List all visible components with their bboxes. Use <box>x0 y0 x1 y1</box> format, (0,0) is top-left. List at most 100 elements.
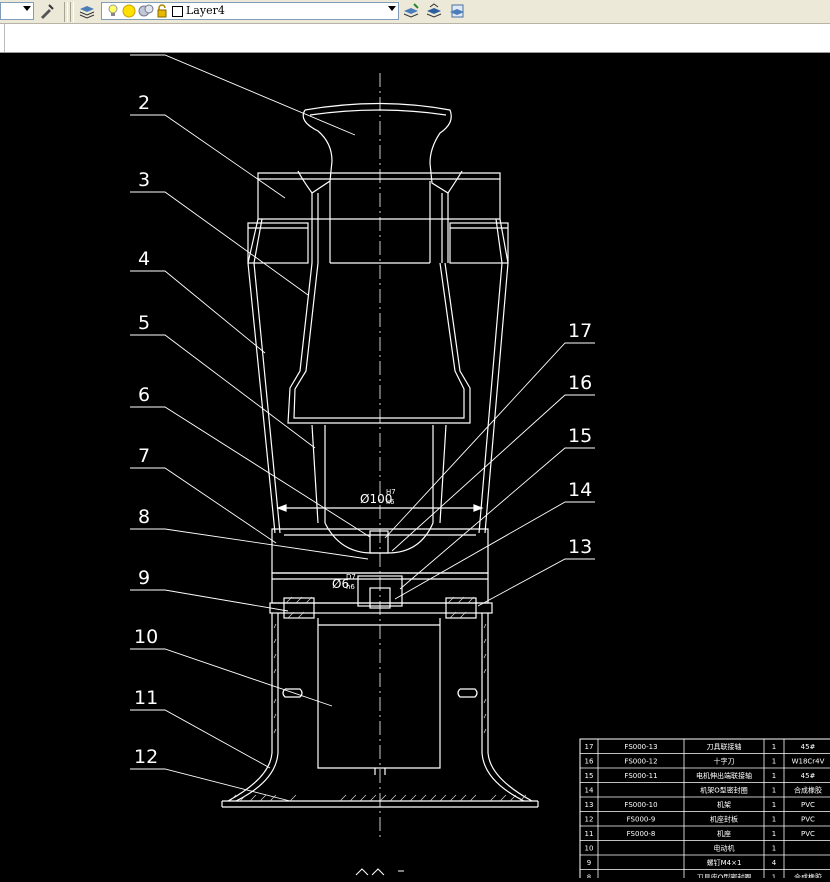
part-label: 5 <box>138 312 150 334</box>
layer-manager-icon[interactable] <box>78 2 96 20</box>
dimension-d6-upper: D7 <box>346 573 356 581</box>
table-row: 13 FS000-10 机架 1 PVC <box>585 800 816 809</box>
part-label: 9 <box>138 567 150 589</box>
freeze-icon[interactable] <box>138 3 154 19</box>
table-cell-code: FS000-10 <box>624 801 657 809</box>
dimension-d100: Ø100 <box>360 492 392 506</box>
table-cell-no: 16 <box>585 758 594 766</box>
part-label: 16 <box>568 372 592 394</box>
part-label: 2 <box>138 92 150 114</box>
table-border <box>579 738 830 882</box>
part-label: 12 <box>134 746 158 768</box>
small-combo-box[interactable] <box>0 2 34 20</box>
cad-drawing[interactable]: 2 3 4 5 6 7 8 9 10 11 12 13 14 15 16 17 … <box>0 53 830 882</box>
drawing-canvas[interactable]: 2 3 4 5 6 7 8 9 10 11 12 13 14 15 16 17 … <box>0 53 830 882</box>
part-label: 3 <box>138 169 150 191</box>
part-label: 10 <box>134 626 158 648</box>
part-label: 8 <box>138 506 150 528</box>
table-cell-material: 45# <box>801 743 816 751</box>
table-cell-qty: 1 <box>772 758 776 766</box>
table-cell-qty: 1 <box>772 816 776 824</box>
table-row: 10 电动机 1 <box>585 844 777 853</box>
table-cell-no: 12 <box>585 816 594 824</box>
layer-states-icon[interactable] <box>448 2 466 20</box>
table-cell-name: 刀具联接轴 <box>707 742 742 751</box>
table-cell-no: 13 <box>585 801 594 809</box>
table-cell-name: 十字刀 <box>714 757 735 766</box>
table-cell-code: FS000-12 <box>624 758 657 766</box>
current-layer-name: Layer4 <box>186 4 225 17</box>
table-cell-name: 机座封板 <box>710 815 738 824</box>
dimension-d100-lower: k6 <box>386 498 395 506</box>
table-cell-qty: 1 <box>772 874 776 879</box>
table-cell-qty: 1 <box>772 830 776 838</box>
table-cell-material: 合成橡胶 <box>794 873 822 879</box>
sun-icon[interactable] <box>121 3 137 19</box>
table-cell-qty: 1 <box>772 845 776 853</box>
table-row: 17 FS000-13 刀具联接轴 1 45# <box>585 742 816 751</box>
leader-lines <box>130 54 595 802</box>
table-cell-no: 8 <box>587 874 591 879</box>
table-cell-name: 电动机 <box>714 844 735 853</box>
part-label: 13 <box>568 536 592 558</box>
table-cell-material: PVC <box>801 801 815 809</box>
secondary-toolbar <box>0 24 830 53</box>
lightbulb-icon[interactable] <box>106 3 120 19</box>
section-hatching <box>229 596 527 802</box>
table-cell-name: 机架O型密封圈 <box>700 786 748 795</box>
table-cell-no: 10 <box>585 845 594 853</box>
table-cell-name: 机架 <box>717 800 731 809</box>
make-current-icon[interactable] <box>402 2 420 20</box>
table-cell-no: 9 <box>587 859 591 867</box>
table-cell-qty: 1 <box>772 743 776 751</box>
table-row: 8 刀具座O型密封圈 1 合成橡胶 <box>587 873 822 882</box>
toolbar-separator <box>70 2 74 22</box>
toolbar-separator <box>64 2 68 22</box>
table-cell-material: PVC <box>801 816 815 824</box>
layer-toolbar: Layer4 <box>0 0 830 24</box>
table-cell-material: W18Cr4V <box>792 758 825 766</box>
table-cell-no: 17 <box>585 743 594 751</box>
match-properties-icon[interactable] <box>38 2 56 20</box>
part-label: 4 <box>138 248 150 270</box>
table-cell-qty: 4 <box>772 859 777 867</box>
dimension-d6-lower: h6 <box>346 583 355 591</box>
table-cell-no: 15 <box>585 772 594 780</box>
assembly-outline <box>221 73 539 838</box>
table-cell-no: 14 <box>585 787 594 795</box>
table-cell-qty: 1 <box>772 772 776 780</box>
part-label: 11 <box>134 687 158 709</box>
dimension-d100-upper: H7 <box>386 488 396 496</box>
table-cell-code: FS000-9 <box>627 816 656 824</box>
table-cell-material: 45# <box>801 772 816 780</box>
table-row: 12 FS000-9 机座封板 1 PVC <box>585 815 816 824</box>
table-cell-qty: 1 <box>772 801 776 809</box>
table-cell-name: 刀具座O型密封圈 <box>697 873 752 879</box>
bottom-marks <box>355 868 404 876</box>
table-row: 16 FS000-12 十字刀 1 W18Cr4V <box>585 757 825 766</box>
layer-dropdown[interactable]: Layer4 <box>101 2 399 20</box>
layer-previous-icon[interactable] <box>425 2 443 20</box>
dimension-d6: Ø6 <box>332 577 349 591</box>
part-label: 7 <box>138 445 150 467</box>
chevron-down-icon <box>388 6 396 11</box>
part-label: 6 <box>138 384 150 406</box>
toolbar-grip[interactable] <box>0 24 5 52</box>
part-number-labels: 2 3 4 5 6 7 8 9 10 11 12 13 14 15 16 17 <box>134 92 592 768</box>
part-label: 14 <box>568 479 592 501</box>
table-cell-code: FS000-8 <box>627 830 656 838</box>
table-cell-name: 机座 <box>717 829 731 838</box>
dimension-texts: Ø100 H7 k6 Ø6 D7 h6 <box>332 488 396 591</box>
color-swatch-icon[interactable] <box>170 3 184 19</box>
table-cell-code: FS000-13 <box>624 743 657 751</box>
lock-icon[interactable] <box>155 3 169 19</box>
table-cell-material: 合成橡胶 <box>794 786 822 795</box>
table-cell-material: PVC <box>801 830 815 838</box>
part-label: 17 <box>568 320 592 342</box>
part-label: 15 <box>568 425 592 447</box>
chevron-down-icon <box>23 6 31 11</box>
